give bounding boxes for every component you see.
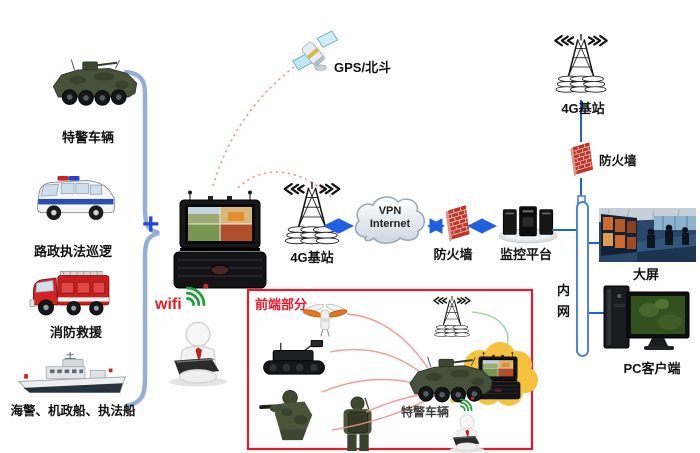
gps-satellite-icon bbox=[292, 30, 338, 71]
satellite-uplink bbox=[212, 65, 333, 199]
firewall-label-center: 防火墙 bbox=[433, 247, 473, 262]
vpn-cloud-label: VPN Internet bbox=[352, 205, 428, 231]
fire-truck-icon bbox=[29, 270, 110, 316]
big-screen-photo bbox=[599, 208, 696, 262]
police-van-label: 路政执法巡逻 bbox=[33, 244, 112, 259]
vpn-line2: Internet bbox=[369, 218, 411, 230]
intranet-links bbox=[580, 100, 607, 314]
swat-vehicle-label-front: 特警车辆 bbox=[401, 405, 450, 419]
plus-sign: + bbox=[142, 208, 160, 241]
pc-client-label: PC客户端 bbox=[623, 361, 681, 376]
soldier-aiming-icon bbox=[258, 389, 313, 441]
swat-vehicle-icon bbox=[52, 58, 138, 107]
platform-label: 监控平台 bbox=[499, 247, 552, 262]
gps-label: GPS/北斗 bbox=[334, 60, 392, 75]
vpn-line1: VPN bbox=[378, 205, 402, 217]
patrol-boat-icon bbox=[18, 352, 126, 394]
portable-command-case bbox=[173, 190, 267, 289]
backbone-links bbox=[322, 218, 577, 234]
fleet-brace bbox=[123, 69, 160, 409]
soldier-backpack-icon bbox=[342, 396, 373, 452]
base-station-label-center: 4G基站 bbox=[290, 250, 334, 265]
wifi-label: wifi bbox=[155, 296, 182, 313]
operator-figurine-icon-small bbox=[449, 414, 485, 453]
robot-icon bbox=[262, 340, 326, 375]
swat-vehicle-label: 特警车辆 bbox=[61, 130, 114, 145]
firewall-icon-right bbox=[569, 141, 597, 178]
4g-base-station-icon-front bbox=[433, 296, 471, 338]
patrol-boat-label: 海警、机政船、执法船 bbox=[10, 404, 136, 418]
police-van-icon bbox=[36, 175, 115, 221]
intranet-bus bbox=[576, 201, 589, 357]
operator-figurine-icon bbox=[168, 321, 228, 387]
4g-base-station-icon-center bbox=[283, 182, 341, 245]
front-section-title: 前端部分 bbox=[255, 297, 308, 312]
firewall-icon-center bbox=[444, 204, 474, 243]
base-station-label-right: 4G基站 bbox=[561, 101, 605, 116]
pc-client-icon bbox=[603, 285, 690, 350]
fire-truck-label: 消防救援 bbox=[49, 325, 102, 340]
intranet-label: 内网 bbox=[556, 283, 570, 319]
monitoring-platform-icon bbox=[498, 206, 558, 244]
big-screen-label: 大屏 bbox=[632, 267, 659, 282]
4g-base-station-icon-right bbox=[554, 34, 608, 94]
firewall-label-right: 防火墙 bbox=[599, 154, 637, 168]
